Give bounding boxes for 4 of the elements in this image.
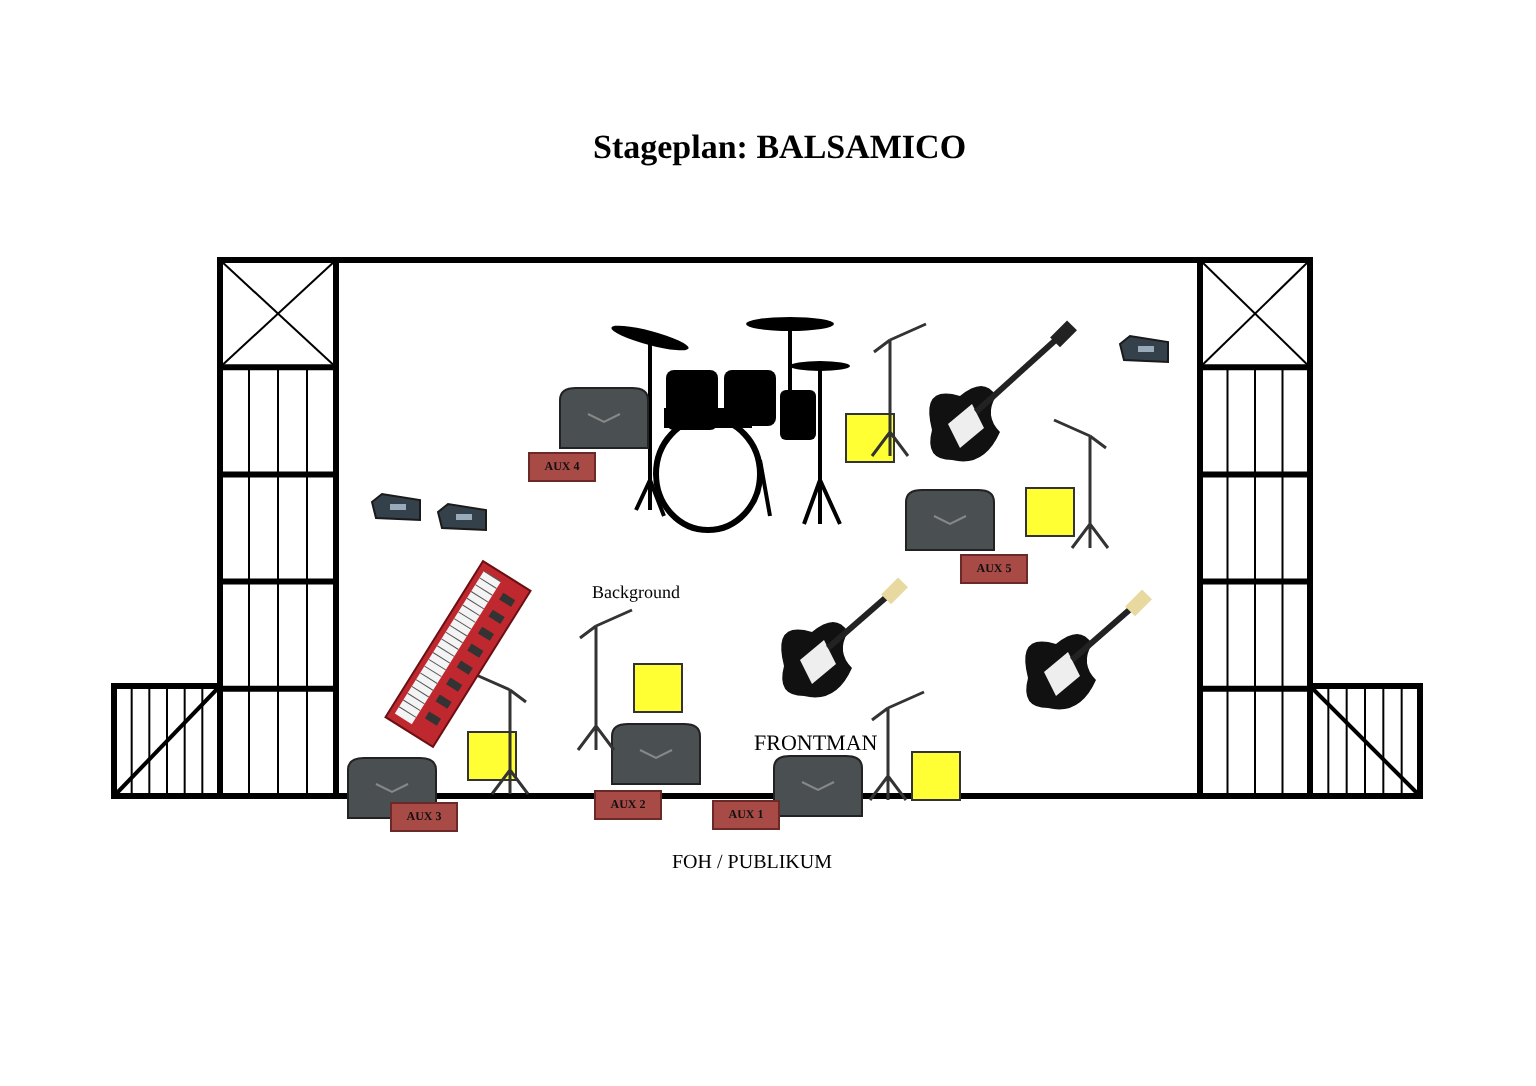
position-label: Background [592,582,680,602]
audience-label: FOH / PUBLIKUM [672,852,833,874]
title: Stageplan: BALSAMICO [593,128,967,168]
position-label: FRONTMAN [754,732,878,756]
